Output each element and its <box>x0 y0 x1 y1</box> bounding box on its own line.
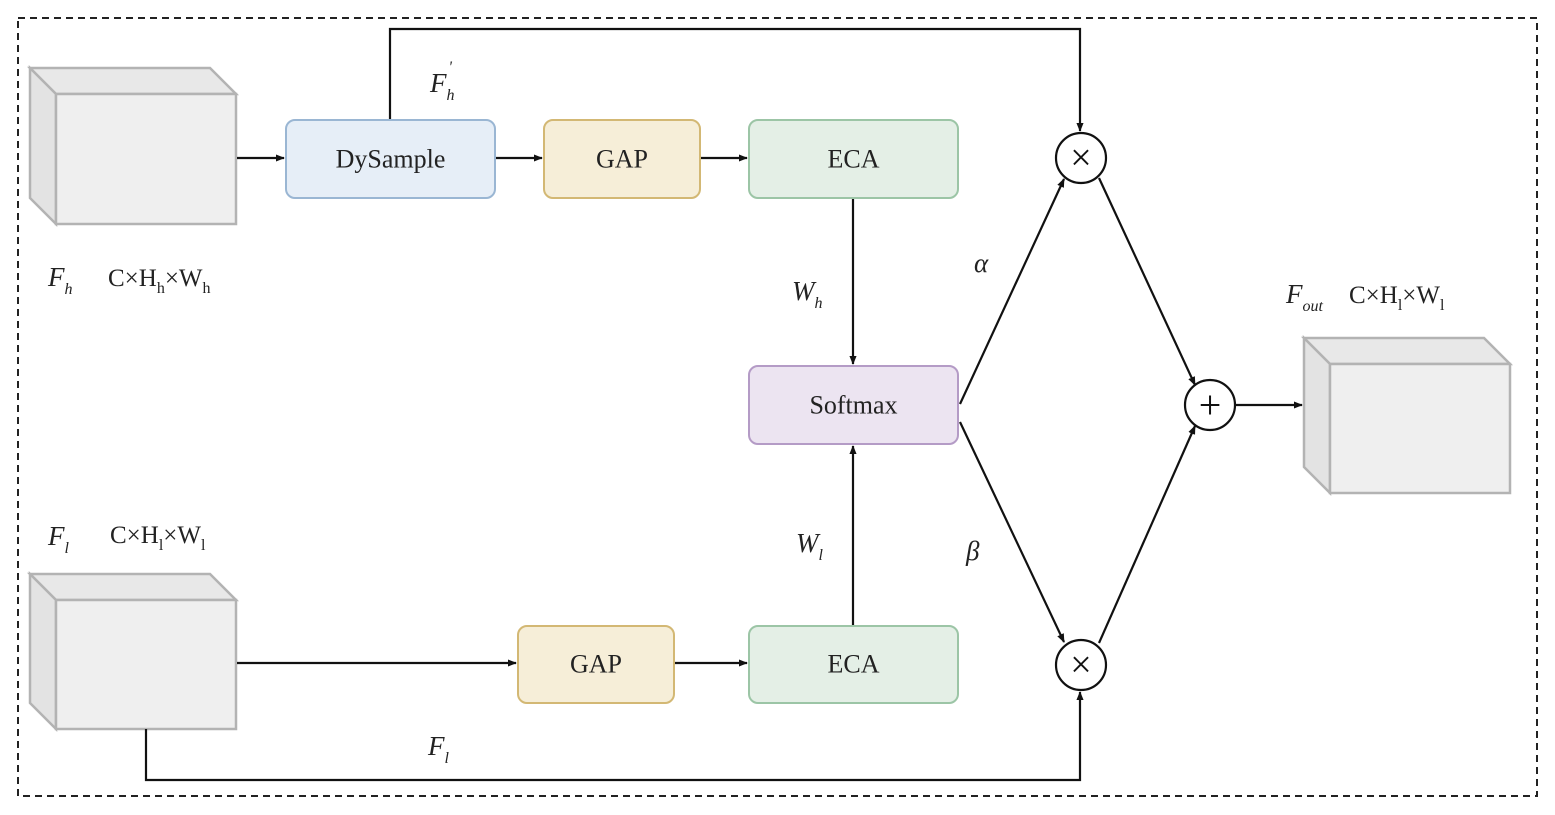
gap-top-label: GAP <box>596 145 648 174</box>
gap-block-bottom: GAP <box>517 625 675 704</box>
module-frame <box>17 17 1538 797</box>
add-symbol: + <box>1199 383 1222 428</box>
dysample-block: DySample <box>285 119 496 199</box>
feature-cube-fl <box>26 570 240 733</box>
feature-cube-fout <box>1300 334 1514 497</box>
label-fl: Fl <box>47 521 70 557</box>
multiply-bottom-symbol: × <box>1070 644 1091 686</box>
softmax-label: Softmax <box>809 391 897 420</box>
eca-block-top: ECA <box>748 119 959 199</box>
gap-bottom-label: GAP <box>570 650 622 679</box>
label-fh: Fh <box>47 262 73 298</box>
softmax-block: Softmax <box>748 365 959 445</box>
label-fout: Fout <box>1285 279 1324 315</box>
gap-block-top: GAP <box>543 119 701 199</box>
label-fh-dims: C×Hh×Wh <box>108 265 211 297</box>
eca-block-bottom: ECA <box>748 625 959 704</box>
label-wh: Wh <box>792 276 823 312</box>
multiply-operator-top: × <box>1054 131 1108 185</box>
label-fl-dims: C×Hl×Wl <box>110 522 206 554</box>
add-operator: + <box>1183 378 1237 432</box>
multiply-top-symbol: × <box>1070 137 1091 179</box>
eca-bottom-label: ECA <box>828 650 880 679</box>
multiply-operator-bottom: × <box>1054 638 1108 692</box>
eca-top-label: ECA <box>828 145 880 174</box>
dysample-label: DySample <box>336 145 446 174</box>
feature-cube-fh <box>26 64 240 228</box>
label-beta: β <box>965 536 980 566</box>
label-alpha: α <box>974 248 989 278</box>
label-fh-prime: Fh' <box>429 59 455 104</box>
connections <box>144 27 1303 782</box>
label-fout-dims: C×Hl×Wl <box>1349 282 1445 314</box>
label-wl: Wl <box>796 528 824 564</box>
label-fl-skip: Fl <box>427 731 450 767</box>
